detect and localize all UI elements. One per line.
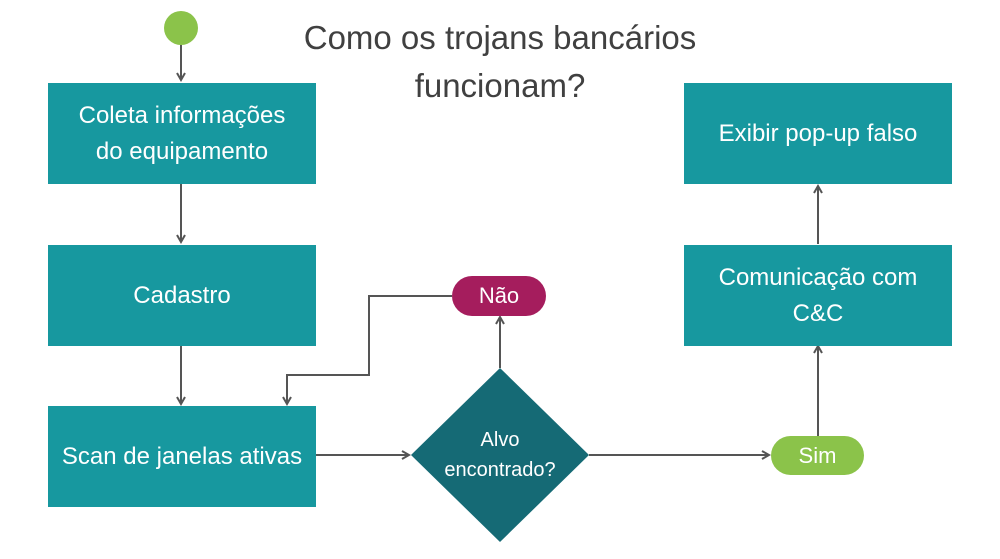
- cc-communication-node: Comunicação com C&C: [684, 245, 952, 346]
- register-node: Cadastro: [48, 245, 316, 346]
- cc-line-2: C&C: [792, 299, 844, 327]
- decision-diamond: [411, 368, 589, 542]
- collect-info-line-2: do equipamento: [95, 137, 269, 165]
- collect-info-line-1: Coleta informações: [78, 101, 286, 129]
- cc-line-1: Comunicação com: [718, 263, 918, 291]
- start-node: [164, 11, 198, 45]
- arrow-no-loop-to-scan: [287, 295, 452, 404]
- decision-line-1: Alvo: [480, 429, 520, 451]
- title-line-2: funcionam?: [414, 67, 586, 104]
- yes-pill: Sim: [771, 436, 864, 475]
- scan-windows-label: Scan de janelas ativas: [61, 442, 303, 470]
- fake-popup-node: Exibir pop-up falso: [684, 83, 952, 184]
- title-line-1: Como os trojans bancários: [303, 19, 697, 56]
- decision-label: Alvo encontrado?: [410, 410, 590, 500]
- no-pill: Não: [452, 276, 546, 316]
- scan-windows-node: Scan de janelas ativas: [48, 406, 316, 507]
- page-title: Como os trojans bancários funcionam?: [250, 14, 750, 110]
- yes-label: Sim: [798, 442, 837, 468]
- no-label: Não: [478, 283, 520, 308]
- collect-info-node: Coleta informações do equipamento: [48, 83, 316, 184]
- fake-popup-label: Exibir pop-up falso: [718, 119, 918, 147]
- register-label: Cadastro: [133, 281, 231, 309]
- decision-line-2: encontrado?: [444, 459, 556, 481]
